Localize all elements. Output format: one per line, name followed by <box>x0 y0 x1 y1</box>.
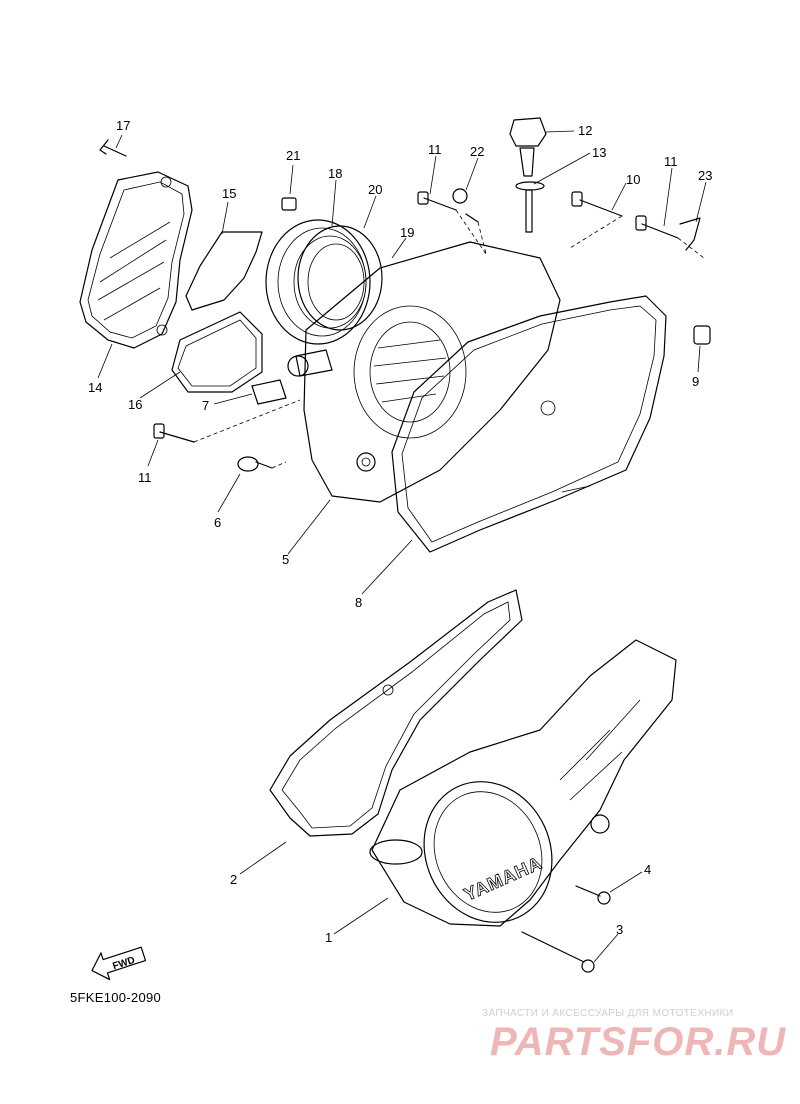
diagram-code: 5FKE100-2090 <box>70 990 162 1005</box>
callout-6: 6 <box>214 515 221 530</box>
forward-arrow-label: FWD <box>111 955 136 973</box>
callout-11-left: 11 <box>138 470 152 485</box>
gasket-part-8 <box>391 295 667 553</box>
clamp-part-23 <box>679 217 701 251</box>
cover-part-14 <box>79 171 193 349</box>
callout-1: 1 <box>325 930 332 945</box>
screw-part-3 <box>521 931 595 973</box>
callout-16: 16 <box>128 397 142 412</box>
bolt-part-21 <box>281 197 297 211</box>
leader-lines <box>97 130 707 963</box>
crankcase-cover-part-5 <box>287 241 561 503</box>
forward-arrow-icon <box>91 946 147 981</box>
gasket-part-2 <box>269 589 523 837</box>
screw-part-4 <box>575 885 611 905</box>
callout-8: 8 <box>355 595 362 610</box>
grommet-part-9 <box>693 325 711 345</box>
callout-9: 9 <box>692 374 699 389</box>
crankcase-cover-part-1 <box>369 639 677 927</box>
callout-15: 15 <box>222 186 236 201</box>
callout-11-top: 11 <box>428 142 442 157</box>
bolt-part-17 <box>99 139 127 157</box>
callout-3: 3 <box>616 922 623 937</box>
watermark-tagline: ЗАПЧАСТИ И АКСЕССУАРЫ ДЛЯ МОТОТЕХНИКИ <box>482 1008 734 1019</box>
plate-part-16 <box>171 311 263 393</box>
callout-10: 10 <box>626 172 640 187</box>
bolt-part-10 <box>571 191 623 217</box>
callout-7: 7 <box>202 398 209 413</box>
callout-17: 17 <box>116 118 130 133</box>
callout-19: 19 <box>400 225 414 240</box>
callout-11-right: 11 <box>664 154 678 169</box>
callout-14: 14 <box>88 380 102 395</box>
filter-part-18-20 <box>265 219 383 345</box>
watermark-logo: PARTSFOR.RU <box>490 1020 787 1064</box>
callout-labels: 17 15 21 18 20 19 11 22 12 13 10 11 23 1… <box>88 118 712 945</box>
callout-5: 5 <box>282 552 289 567</box>
damper-part-7 <box>251 379 287 405</box>
bolt-part-11-top <box>417 191 457 211</box>
callout-12: 12 <box>578 123 592 138</box>
plug-part-6 <box>237 456 273 472</box>
bolt-part-11-left <box>153 423 195 443</box>
plate-part-15 <box>185 231 263 311</box>
callout-22: 22 <box>470 144 484 159</box>
callout-4: 4 <box>644 862 651 877</box>
clip-part-22 <box>452 188 479 223</box>
callout-13: 13 <box>592 145 606 160</box>
callout-23: 23 <box>698 168 712 183</box>
dipstick-part-12-13 <box>509 117 547 233</box>
callout-21: 21 <box>286 148 300 163</box>
callout-2: 2 <box>230 872 237 887</box>
bolt-part-11-right <box>635 215 679 239</box>
callout-18: 18 <box>328 166 342 181</box>
callout-20: 20 <box>368 182 382 197</box>
